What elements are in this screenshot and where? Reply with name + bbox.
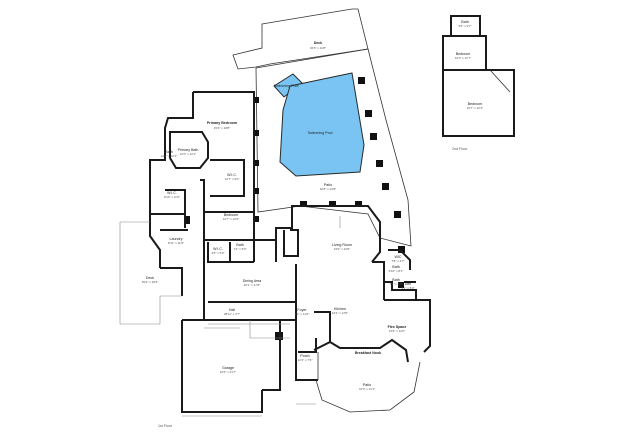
breakfast-nook-label: Breakfast Nook	[355, 351, 381, 355]
second-floor-label: 2nd Floor	[452, 147, 468, 151]
bath-a-dim: 12'1" x 12'1"	[161, 154, 177, 158]
flex-space-label: Flex Space	[388, 325, 407, 329]
living-room-label: Living Room	[332, 243, 352, 247]
second-floor-walls	[442, 15, 515, 137]
living-room-dim: 19'9" x 23'6"	[334, 247, 350, 251]
deck-outline	[232, 8, 369, 70]
wic-c-label: W.I.C.	[213, 247, 223, 251]
bedroom-dim: 12'7" x 12'0"	[223, 217, 239, 221]
side-deck-lines	[119, 216, 341, 417]
bath-d-dim: 7'3" x 5'0"	[389, 282, 402, 286]
deck-dim: 32'6" x 11'8"	[310, 46, 326, 50]
bath-d-label: Bath	[392, 278, 399, 282]
hall-label: Hall	[229, 308, 235, 312]
upper-bedroom-a-label: Bedroom	[456, 52, 471, 56]
wic-c-dim: 4'5" x 5'0"	[211, 251, 224, 255]
garage-label: Garage	[222, 366, 234, 370]
primary-bath-label: Primary Bath	[178, 148, 199, 152]
wic-a-label: W.I.C.	[227, 173, 237, 177]
foyer-label: Foyer	[297, 308, 307, 312]
laundry-label: Laundry	[170, 237, 183, 241]
side-deck-label: Deck	[146, 276, 154, 280]
main-pool	[279, 72, 365, 177]
bath-c-dim: 5'10" x 8'1"	[389, 269, 404, 273]
porch-dim: 12'1" x 7'6"	[298, 358, 313, 362]
bedroom-label: Bedroom	[224, 213, 239, 217]
wic-d-label: WIC	[395, 255, 402, 259]
first-floor-label: 1st Floor	[158, 424, 173, 428]
upper-bedroom-b-label: Bedroom	[468, 102, 483, 106]
dining-area-dim: 22'1" x 17'8"	[244, 283, 260, 287]
room-labels: Deck 32'6" x 11'8" Swimming Pool Swimmin…	[142, 20, 483, 428]
wic-a-dim: 12'7" x 9'0"	[225, 177, 240, 181]
upper-bath-label: Bath	[461, 20, 468, 24]
upper-bath-dim: 5'5" x 9'7"	[458, 24, 471, 28]
den-dim: 5'1" x 5'0"	[401, 286, 414, 290]
bath-c-label: Bath	[392, 265, 399, 269]
patio-label: Patio	[324, 183, 332, 187]
hall-dim: 38'11" x 4'7"	[224, 312, 240, 316]
den-label: Den	[405, 282, 412, 286]
front-patio-label: Patio	[363, 383, 371, 387]
small-pool-label: Swimming Pool	[274, 84, 299, 88]
wic-d-dim: 7'8" x 4'7"	[391, 259, 404, 263]
pool-label: Swimming Pool	[308, 131, 333, 135]
house-walls	[149, 91, 431, 413]
patio-dim: 62'8" x 44'8"	[320, 187, 336, 191]
kitchen-dim: 16'4" x 14'5"	[332, 311, 348, 315]
wic-b-dim: 9'10" x 11'0"	[164, 195, 180, 199]
primary-bath-dim: 12'0" x 12'1"	[180, 152, 196, 156]
laundry-dim: 8'11" x 11'8"	[168, 241, 184, 245]
bath-b-dim: 7'2" x 5'0"	[233, 247, 246, 251]
dining-area-label: Dining Area	[243, 279, 262, 283]
front-patio-dim: 31'0" x 11'4"	[359, 387, 375, 391]
upper-bedroom-a-dim: 10'0" x 11'7"	[455, 56, 471, 60]
side-deck-dim: 29'9" x 18'3"	[142, 280, 158, 284]
bath-b-label: Bath	[236, 243, 243, 247]
porch-label: Porch	[300, 354, 309, 358]
bath-a-label: Bath	[165, 150, 172, 154]
garage-dim: 32'6" x 21'7"	[220, 370, 236, 374]
upper-bedroom-b-dim: 16'7" x 12'4"	[467, 106, 483, 110]
primary-bedroom-label: Primary Bedroom	[207, 121, 237, 125]
deck-label: Deck	[314, 41, 323, 45]
patio-outline	[255, 48, 412, 247]
wic-b-label: W.I.C.	[167, 191, 177, 195]
foyer-dim: 7'1" x 11'6"	[295, 312, 310, 316]
kitchen-label: Kitchen	[334, 307, 346, 311]
flex-space-dim: 13'6" x 12'0"	[389, 329, 405, 333]
primary-bedroom-dim: 15'4" x 18'8"	[214, 126, 230, 130]
